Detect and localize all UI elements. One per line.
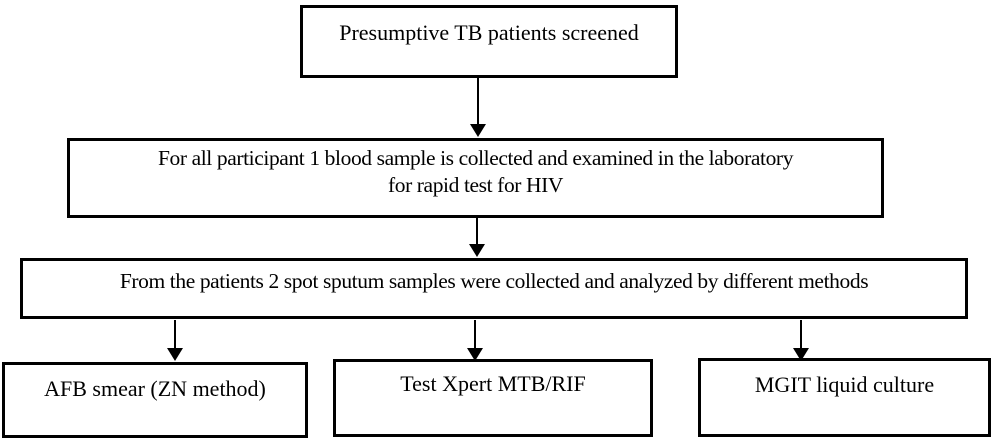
arrow-head (167, 348, 183, 361)
node-afb-smear: AFB smear (ZN method) (2, 362, 308, 438)
node-mgit-liquid-culture: MGIT liquid culture (698, 358, 991, 437)
arrow-stem (800, 320, 802, 348)
arrow-stem (477, 78, 479, 124)
node-xpert-mtb-rif: Test Xpert MTB/RIF (333, 359, 653, 437)
arrow-down-icon (793, 320, 809, 361)
node-label: AFB smear (ZN method) (44, 376, 266, 401)
arrow-stem (474, 320, 476, 348)
arrow-stem (174, 320, 176, 348)
node-label: Presumptive TB patients screened (339, 20, 639, 45)
arrow-down-icon (467, 320, 483, 361)
arrow-head (470, 124, 486, 137)
arrow-down-icon (167, 320, 183, 361)
node-presumptive-tb-screened: Presumptive TB patients screened (300, 5, 678, 78)
arrow-head (467, 348, 483, 361)
node-label: MGIT liquid culture (754, 372, 935, 397)
arrow-head (793, 348, 809, 361)
arrow-down-icon (469, 218, 485, 257)
arrow-down-icon (470, 78, 486, 137)
node-blood-sample-hiv-test: For all participant 1 blood sample is co… (67, 138, 884, 218)
arrow-stem (476, 218, 478, 244)
node-label-line-2: for rapid test for HIV (387, 173, 564, 197)
arrow-head (469, 244, 485, 257)
node-label: Test Xpert MTB/RIF (400, 371, 586, 396)
node-label: From the patients 2 spot sputum samples … (119, 269, 869, 293)
node-sputum-samples-collected: From the patients 2 spot sputum samples … (20, 258, 968, 319)
node-label-line-1: For all participant 1 blood sample is co… (157, 146, 794, 170)
